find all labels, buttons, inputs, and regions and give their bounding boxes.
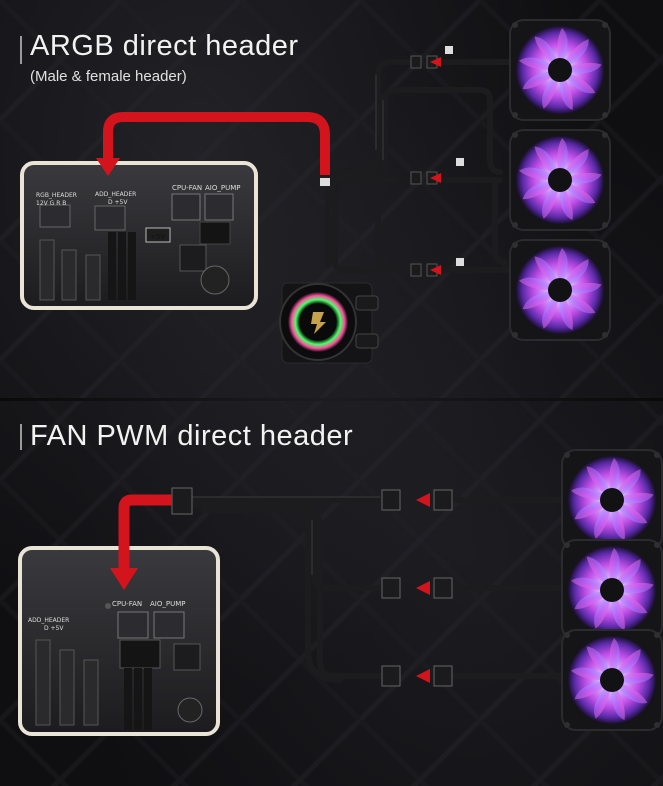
argb-connector-3 bbox=[410, 258, 464, 277]
aio-pump-label: AIO_PUMP bbox=[205, 184, 240, 192]
rgb-pins-label: 12V G R B bbox=[36, 200, 66, 207]
cpu-fan-label: CPU-FAN bbox=[112, 600, 142, 608]
motherboard-closeup-2: ADD_HEADER D +5V CPU-FAN AIO_PUMP bbox=[18, 546, 220, 736]
argb-red-arrow bbox=[96, 112, 330, 186]
plug-mark-label: +5V bbox=[150, 233, 165, 241]
pwm-plug bbox=[171, 487, 193, 515]
pwm-cables bbox=[187, 497, 573, 683]
section2-title: FAN PWM direct header bbox=[30, 420, 354, 452]
fan-3 bbox=[509, 239, 611, 341]
pwm-connector-1 bbox=[381, 489, 453, 511]
argb-connector-1 bbox=[410, 46, 453, 69]
motherboard-closeup-1: RGB_HEADER 12V G R B ADD_HEADER D +5V CP… bbox=[20, 161, 258, 310]
argb-cables bbox=[325, 59, 513, 273]
argb-cable-highlights bbox=[375, 75, 384, 160]
fan-1 bbox=[509, 19, 611, 121]
argb-pins-label: D +5V bbox=[44, 625, 64, 632]
fan-5 bbox=[561, 539, 663, 641]
aio-pump-label: AIO_PUMP bbox=[150, 600, 185, 608]
fan-2 bbox=[509, 129, 611, 231]
pwm-connector-2 bbox=[381, 577, 453, 599]
cpu-fan-label: CPU-FAN bbox=[172, 184, 202, 192]
section1-subtitle: (Male & female header) bbox=[30, 68, 187, 85]
rgb-header-label: RGB_HEADER bbox=[36, 192, 77, 199]
aio-pump bbox=[279, 282, 379, 364]
pwm-cable-highlights bbox=[190, 496, 380, 575]
pwm-red-arrow bbox=[110, 494, 172, 590]
heading-bar bbox=[20, 36, 22, 64]
fan-4 bbox=[561, 449, 663, 551]
pwm-connector-3 bbox=[381, 665, 453, 687]
heading-bar bbox=[20, 424, 22, 450]
argb-header-label: ADD_HEADER bbox=[95, 191, 136, 198]
fan-6 bbox=[561, 629, 663, 731]
section1-title: ARGB direct header bbox=[30, 30, 299, 62]
argb-connector-2 bbox=[410, 158, 464, 185]
argb-pins-label: D +5V bbox=[108, 199, 128, 206]
argb-header-label: ADD_HEADER bbox=[28, 617, 69, 624]
section-divider bbox=[0, 398, 663, 401]
